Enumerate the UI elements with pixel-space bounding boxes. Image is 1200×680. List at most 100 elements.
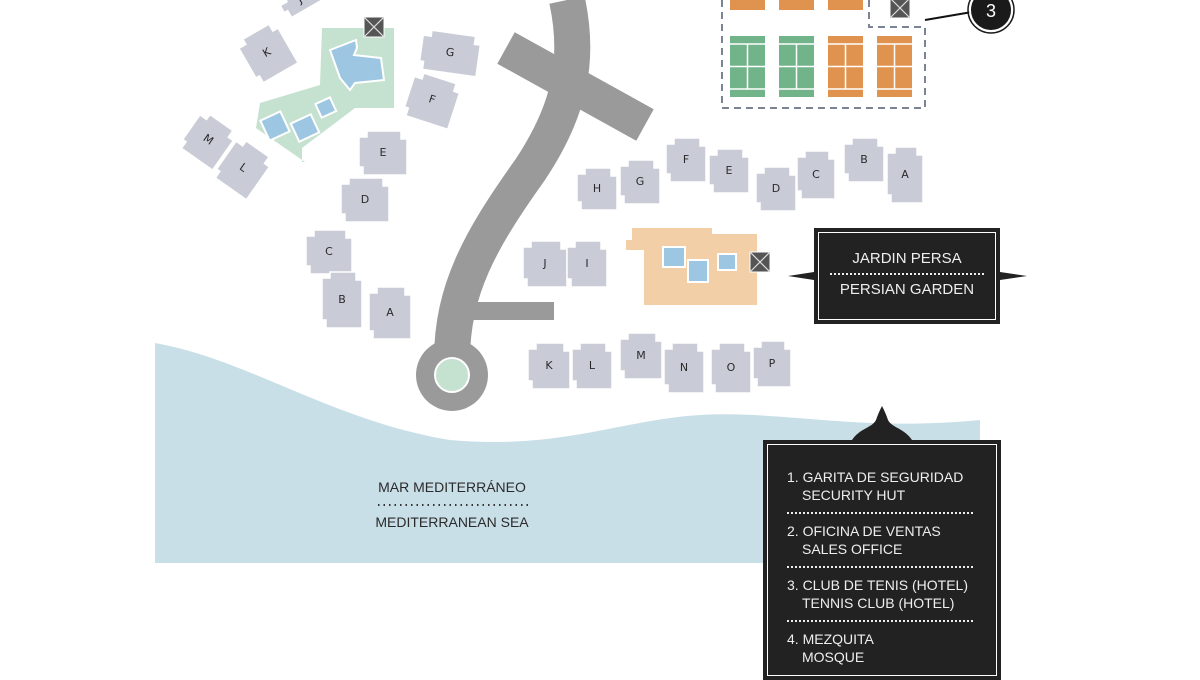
pool <box>687 259 709 283</box>
divider <box>787 512 973 514</box>
building-left-cluster-E[interactable]: E <box>358 130 408 176</box>
building-label: F <box>683 153 689 166</box>
pool <box>717 253 737 271</box>
ornament-icon <box>852 406 912 440</box>
roundabout-center <box>434 357 470 393</box>
legend-item-en: SECURITY HUT <box>802 487 906 503</box>
marker-ring <box>967 0 1015 34</box>
building-shape <box>708 148 750 194</box>
tennis-court <box>730 36 765 97</box>
building-shape <box>665 137 707 183</box>
building-right-upper-row-F[interactable]: F <box>665 137 707 183</box>
building-label: C <box>325 245 333 258</box>
divider <box>787 620 973 622</box>
legend-item-en: MOSQUE <box>802 649 865 665</box>
persian-garden-en: PERSIAN GARDEN <box>839 281 975 298</box>
building-shape <box>180 113 235 172</box>
legend-item-en: TENNIS CLUB (HOTEL) <box>802 595 955 611</box>
building-shape <box>663 342 705 394</box>
building-label: B <box>860 153 868 166</box>
divider <box>830 273 984 275</box>
building-right-middle-J[interactable]: J <box>522 240 568 288</box>
building-right-lower-row-N[interactable]: N <box>663 342 705 394</box>
building-right-upper-row-C[interactable]: C <box>796 150 836 200</box>
building-label: I <box>585 257 588 270</box>
pool <box>259 110 291 142</box>
building-left-cluster-L[interactable]: L <box>212 136 274 201</box>
building-shape <box>886 146 924 204</box>
security-hut-icon[interactable] <box>749 251 771 273</box>
building-right-upper-row-B[interactable]: B <box>843 137 885 183</box>
building-shape <box>710 342 752 394</box>
building-right-upper-row-E[interactable]: E <box>708 148 750 194</box>
legend-item-en: SALES OFFICE <box>802 541 903 557</box>
building-label: F <box>427 92 437 106</box>
building-right-lower-row-P[interactable]: P <box>752 340 792 388</box>
building-left-cluster-M[interactable]: M <box>178 110 238 172</box>
building-shape <box>321 271 363 329</box>
building-shape <box>527 342 571 390</box>
building-label: K <box>545 359 553 372</box>
legend-item-es: 2. OFICINA DE VENTAS <box>787 523 941 539</box>
building-label: L <box>589 359 596 372</box>
tennis-court <box>779 36 814 97</box>
arrow-left <box>788 272 814 280</box>
marker-3[interactable] <box>969 0 1013 32</box>
building-left-cluster-J[interactable]: J <box>277 0 324 20</box>
building-right-upper-row-D[interactable]: D <box>755 166 797 212</box>
building-label: A <box>901 168 909 181</box>
persian-garden-es: JARDIN PERSA <box>852 250 962 267</box>
building-shape <box>571 342 613 390</box>
building-left-cluster-D[interactable]: D <box>340 177 390 223</box>
tennis-club-boundary <box>721 0 926 109</box>
tennis-court <box>877 36 912 97</box>
building-right-lower-row-M[interactable]: M <box>619 332 663 380</box>
legend-item-es: 3. CLUB DE TENIS (HOTEL) <box>787 577 969 593</box>
building-shape <box>418 29 482 78</box>
sea-label-es: MAR MEDITERRÁNEO <box>378 479 526 495</box>
building-shape <box>619 332 663 380</box>
divider <box>787 566 973 568</box>
building-right-upper-row-H[interactable]: H <box>576 167 618 211</box>
building-right-lower-row-L[interactable]: L <box>571 342 613 390</box>
building-right-lower-row-K[interactable]: K <box>527 342 571 390</box>
building-shape <box>340 177 390 223</box>
building-shape <box>279 0 324 19</box>
building-shape <box>368 286 412 340</box>
building-left-cluster-B[interactable]: B <box>321 271 363 329</box>
pool <box>289 112 321 144</box>
legend-item-es: 4. MEZQUITA <box>787 631 874 647</box>
building-shape <box>403 72 461 131</box>
security-hut-icon[interactable] <box>889 0 911 19</box>
building-right-upper-row-A[interactable]: A <box>886 146 924 204</box>
building-right-upper-row-G[interactable]: G <box>619 159 661 205</box>
building-left-cluster-G[interactable]: G <box>418 29 482 78</box>
building-label: D <box>361 193 369 206</box>
building-left-cluster-C[interactable]: C <box>305 229 353 275</box>
building-label: J <box>294 0 304 7</box>
pool <box>662 246 686 268</box>
building-label: O <box>727 361 736 374</box>
marker-3-label: 3 <box>986 1 996 21</box>
building-label: D <box>772 182 780 195</box>
building-left-cluster-F[interactable]: F <box>402 71 462 131</box>
arrow-right <box>1000 272 1027 280</box>
building-shape <box>237 23 300 84</box>
building-right-lower-row-O[interactable]: O <box>710 342 752 394</box>
building-right-middle-I[interactable]: I <box>566 240 608 288</box>
sea <box>155 343 980 563</box>
legend-item-4: 4. MEZQUITA MOSQUE <box>787 630 979 666</box>
persian-garden-label-box: JARDIN PERSA PERSIAN GARDEN <box>814 228 1000 324</box>
building-left-cluster-A[interactable]: A <box>368 286 412 340</box>
security-hut-icon[interactable] <box>363 16 385 38</box>
building-shape <box>566 240 608 288</box>
building-label: N <box>680 361 688 374</box>
marker-leader-line <box>924 11 973 21</box>
building-label: C <box>812 168 820 181</box>
building-left-cluster-K[interactable]: K <box>236 21 300 85</box>
road <box>434 0 654 361</box>
pool <box>314 96 338 120</box>
